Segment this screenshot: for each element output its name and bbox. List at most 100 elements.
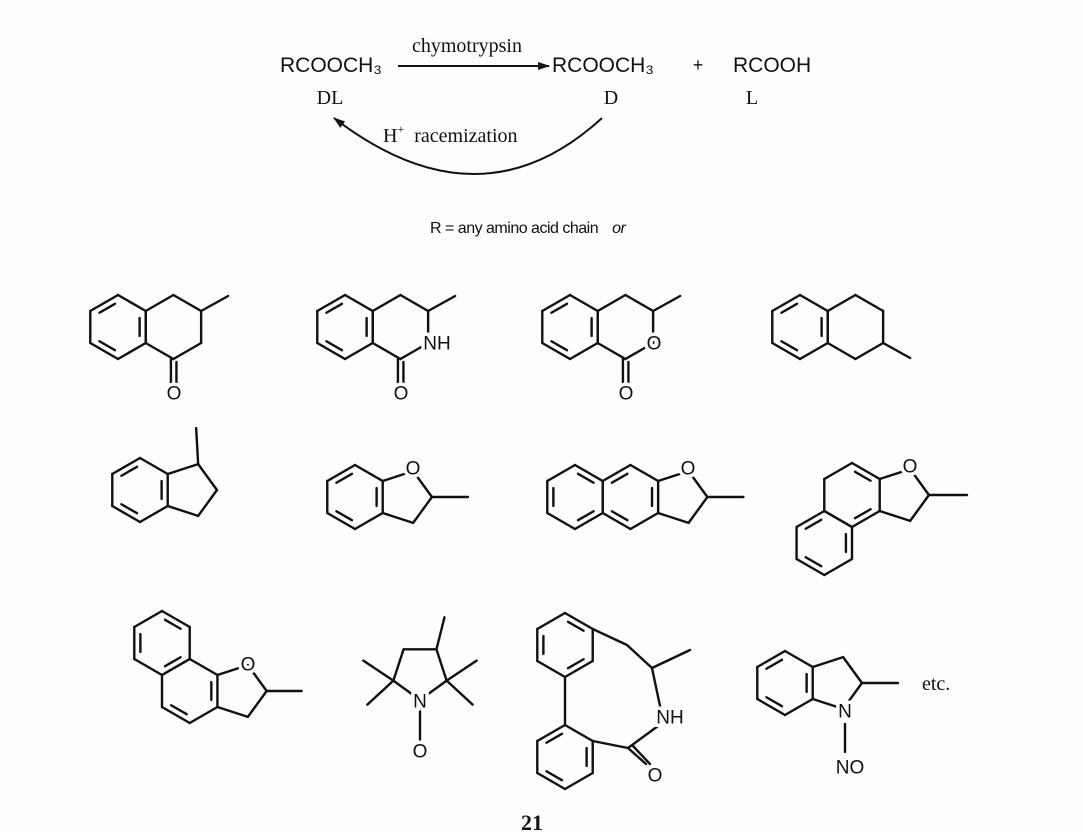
bond — [536, 611, 567, 631]
bond — [116, 341, 147, 361]
s3-carbonyl-o: O — [619, 384, 634, 405]
bond — [841, 681, 864, 711]
bond — [908, 467, 931, 497]
bond — [591, 739, 630, 750]
bond — [566, 658, 585, 670]
bond — [783, 649, 814, 669]
bond — [823, 509, 854, 529]
s9-ring-o: O — [241, 655, 256, 676]
bond — [546, 463, 577, 483]
bond — [144, 341, 175, 361]
product-acid-config: L — [746, 87, 758, 109]
bond — [169, 704, 188, 716]
bond — [216, 705, 250, 719]
enzyme-label: chymotrypsin — [412, 35, 522, 57]
bond — [610, 472, 629, 484]
bond — [133, 657, 164, 677]
bond — [335, 510, 354, 522]
bond — [381, 469, 415, 483]
bond — [172, 341, 203, 361]
bond — [399, 293, 430, 313]
bond — [144, 293, 175, 313]
bond — [656, 469, 690, 483]
bond — [610, 510, 629, 522]
reaction-scheme: RCOOCH₃ DL chymotrypsin RCOOCH₃ D + RCOO… — [280, 35, 811, 237]
plus-sign: + — [693, 55, 704, 75]
bond — [626, 724, 660, 750]
bond — [853, 508, 872, 520]
s2-nh: NH — [423, 334, 450, 355]
bond — [854, 341, 885, 361]
bond — [780, 340, 799, 352]
bond — [651, 294, 682, 313]
bond — [850, 509, 881, 529]
bond — [166, 462, 200, 476]
bond — [120, 503, 139, 515]
bond — [199, 294, 230, 313]
bond — [98, 302, 117, 314]
bond — [194, 426, 200, 466]
bond — [854, 293, 885, 313]
bond — [541, 341, 572, 361]
bond — [536, 723, 567, 743]
bond — [326, 511, 357, 531]
bond — [316, 341, 347, 361]
reactant-config: DL — [317, 87, 344, 109]
bond — [853, 470, 872, 482]
s11-carbonyl-o: O — [648, 766, 663, 787]
bond — [353, 511, 384, 531]
bond — [624, 293, 655, 313]
bond — [381, 511, 415, 525]
bond — [804, 556, 823, 568]
s2-carbonyl-o: O — [394, 384, 409, 405]
bond — [133, 609, 164, 629]
bond — [160, 657, 191, 677]
bond — [756, 649, 787, 669]
bond — [418, 679, 448, 702]
bond — [576, 510, 595, 522]
s12-no: NO — [836, 758, 865, 779]
bond — [335, 472, 354, 484]
bond — [163, 656, 182, 668]
bond — [826, 341, 857, 361]
bond — [908, 493, 931, 523]
s6-ring-o: O — [406, 459, 421, 480]
bond — [545, 732, 564, 744]
bond — [445, 659, 478, 682]
bond — [196, 462, 219, 492]
bond — [765, 696, 784, 708]
bond — [568, 293, 599, 313]
s7-ring-o: O — [681, 459, 696, 480]
bond — [426, 294, 457, 313]
bond — [545, 770, 564, 782]
bond — [780, 302, 799, 314]
bond — [811, 697, 845, 711]
bond — [325, 340, 344, 352]
bond — [601, 463, 632, 483]
bond — [624, 341, 655, 361]
bond — [163, 618, 182, 630]
bond — [536, 659, 567, 679]
bond — [172, 293, 203, 313]
bond — [550, 302, 569, 314]
bond — [576, 472, 595, 484]
bond — [325, 302, 344, 314]
bond — [601, 511, 632, 531]
bond — [371, 341, 402, 361]
bond — [89, 293, 120, 313]
bond — [326, 463, 357, 483]
product-ester-config: D — [604, 87, 618, 109]
page-number: 21 — [521, 810, 543, 832]
bond — [188, 705, 219, 725]
bond — [111, 456, 142, 476]
bond — [120, 465, 139, 477]
bond — [371, 293, 402, 313]
bond — [246, 689, 268, 719]
s10-o: O — [413, 742, 428, 763]
bond — [631, 744, 652, 766]
bond — [811, 655, 845, 669]
bond — [98, 340, 117, 352]
bond — [626, 746, 648, 766]
bond — [188, 657, 219, 677]
